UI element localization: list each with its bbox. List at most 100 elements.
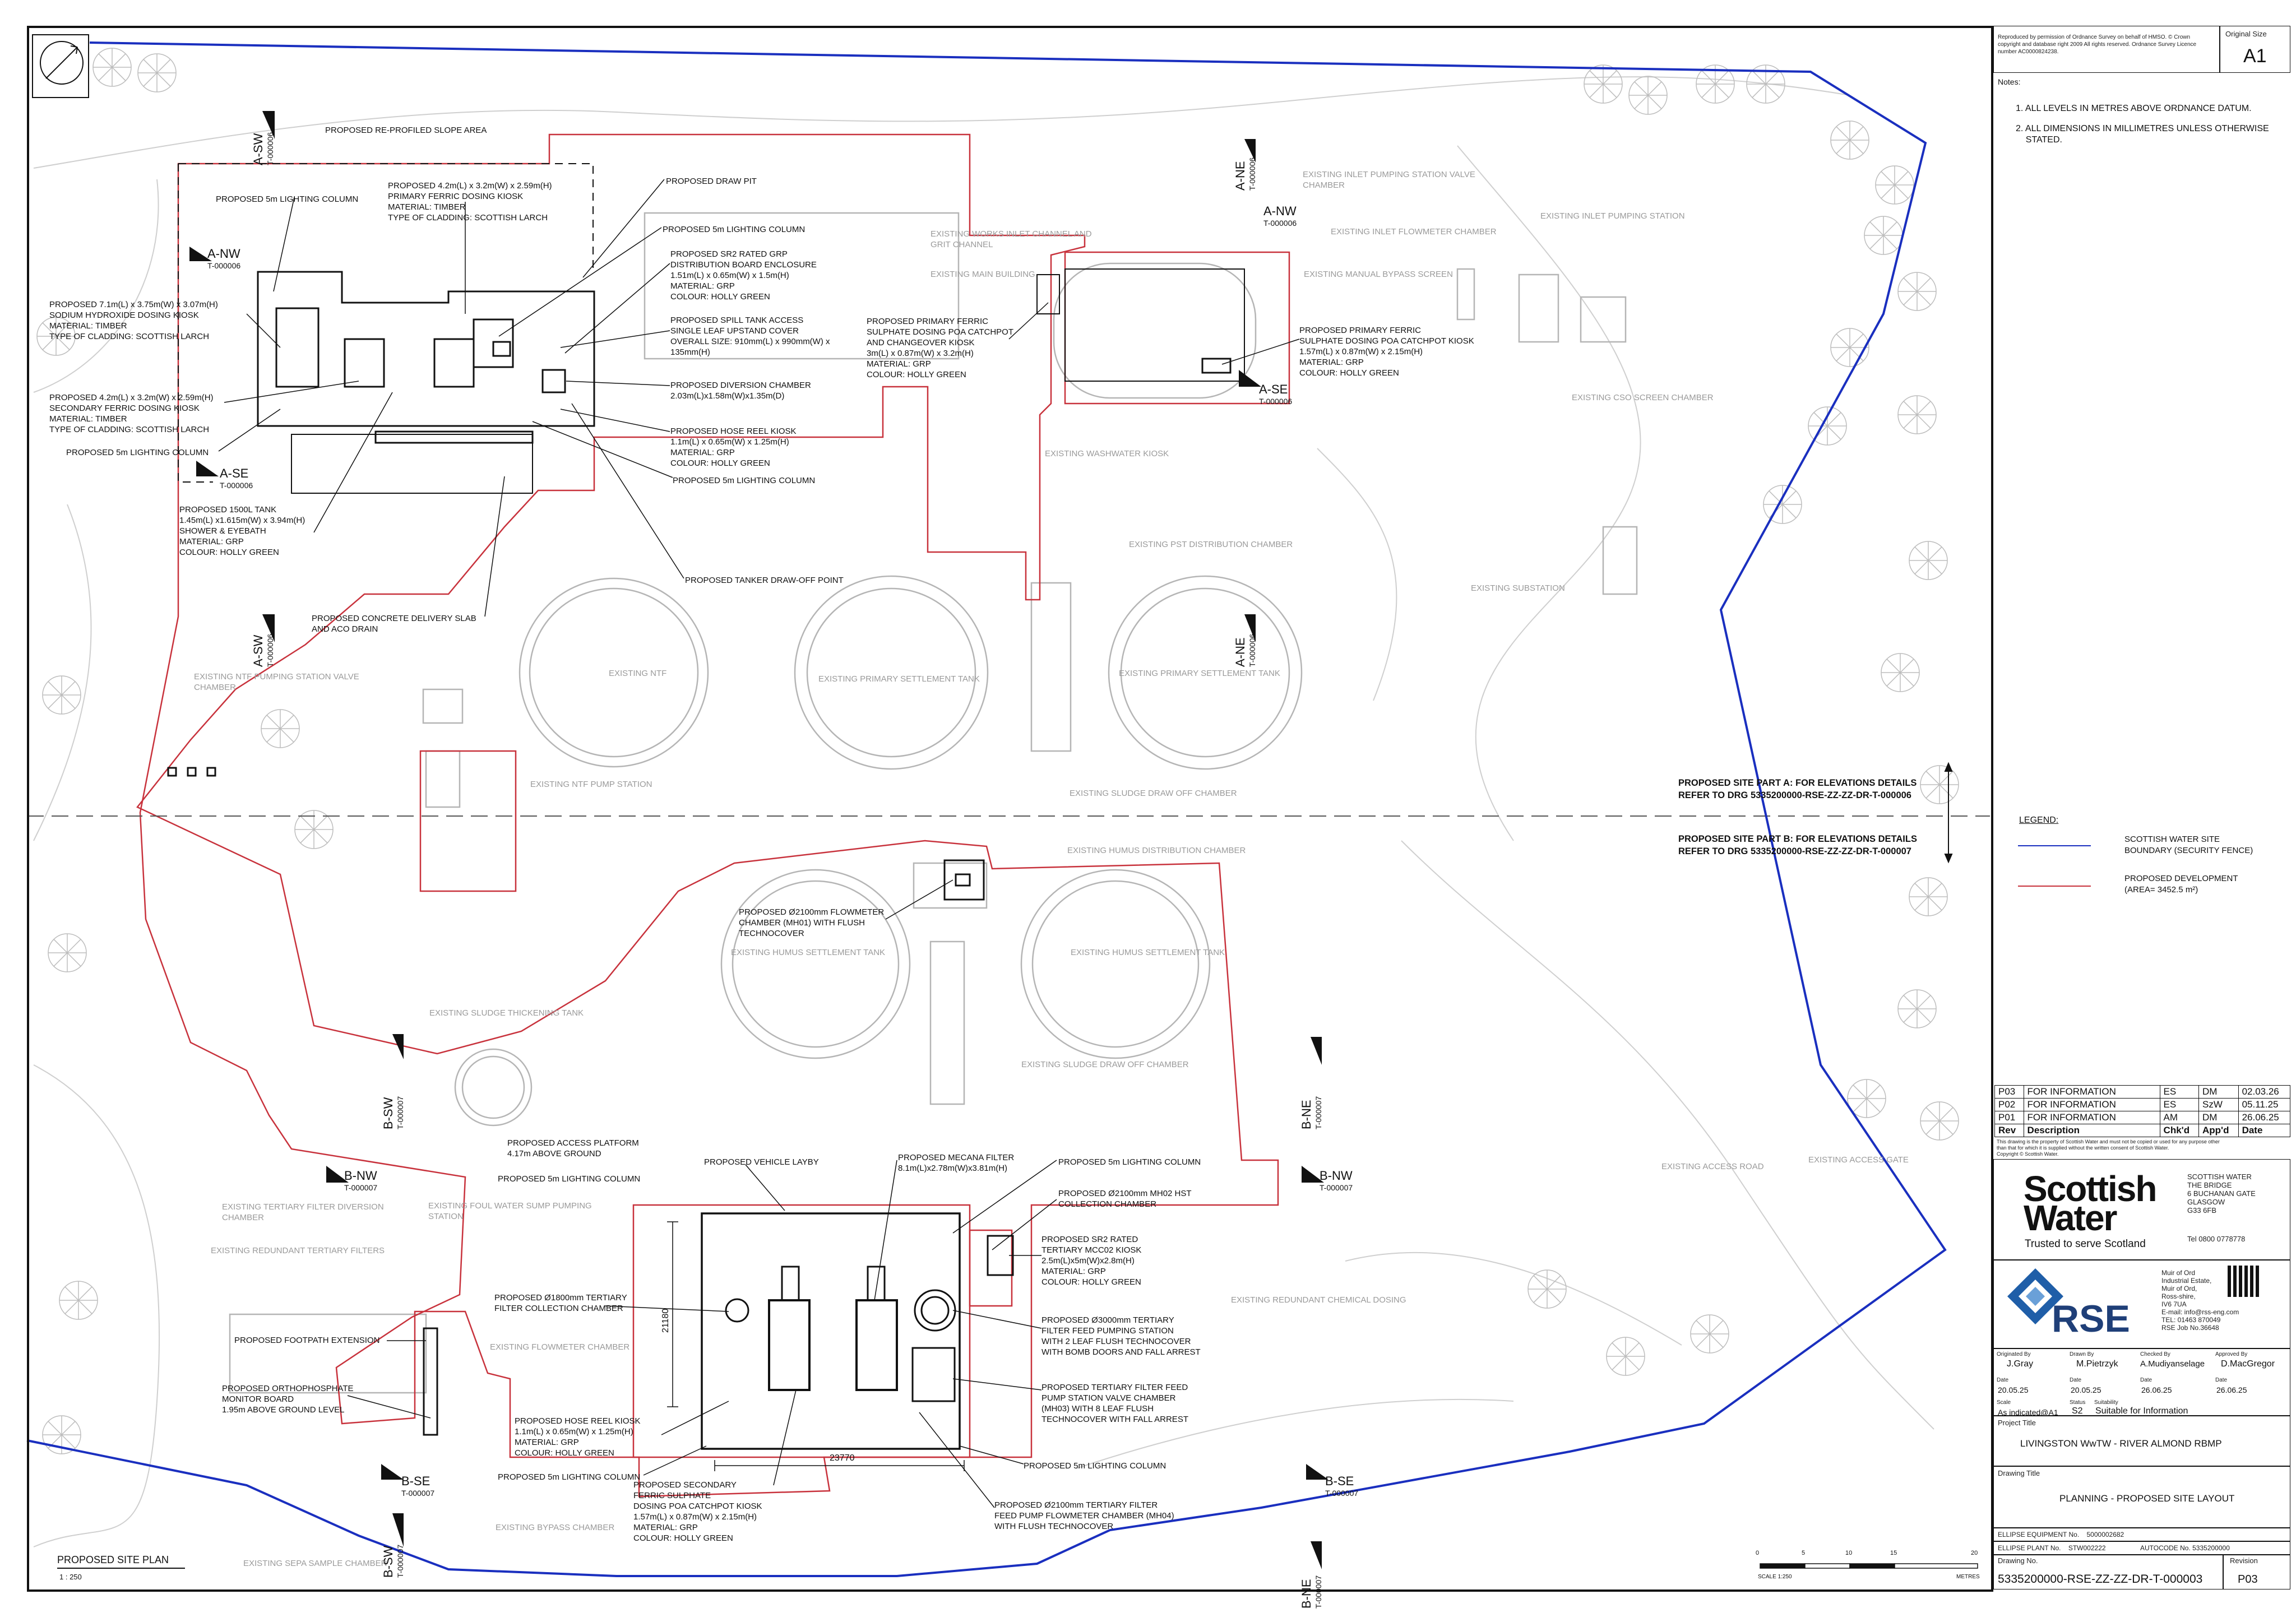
label-l-access-platform: PROPOSED ACCESS PLATFORM 4.17m ABOVE GRO… (507, 1138, 639, 1158)
date-checked: 26.06.25 (2141, 1385, 2172, 1394)
label-l-sodium-kiosk: PROPOSED 7.1m(L) x 3.75m(W) x 3.07m(H) S… (49, 300, 218, 341)
existing-e-cso: EXISTING CSO SCREEN CHAMBER (1572, 393, 1714, 402)
existing-e-ntf-valve: EXISTING NTF PUMPING STATION VALVE CHAMB… (194, 672, 359, 692)
label-l-light-col-6: PROPOSED 5m LIGHTING COLUMN (498, 1174, 641, 1184)
drawing-suitability: Suitable for Information (2095, 1406, 2188, 1416)
scale-tick-0: 0 (1756, 1550, 1760, 1556)
original-size-label: Original Size (2225, 30, 2267, 38)
existing-e-thickening: EXISTING SLUDGE THICKENING TANK (429, 1008, 584, 1018)
table-row: P02 FOR INFORMATION ES SzW 05.11.25 (1994, 1098, 2291, 1111)
label-l-ø3000: PROPOSED Ø3000mm TERTIARY FILTER FEED PU… (1041, 1315, 1201, 1357)
table-row: P03 FOR INFORMATION ES DM 02.03.26 (1994, 1085, 2291, 1099)
existing-e-tertiary-div: EXISTING TERTIARY FILTER DIVERSION CHAMB… (222, 1202, 384, 1222)
table-row: P01 FOR INFORMATION AM DM 26.06.25 (1994, 1111, 2291, 1124)
legend-boundary: SCOTTISH WATER SITE BOUNDARY (SECURITY F… (2124, 835, 2253, 855)
consultant-name: RSE (2052, 1297, 2130, 1340)
drawing-title-cell (1993, 1466, 2290, 1528)
originated-by: J.Gray (2007, 1359, 2034, 1369)
label-l-mh03: PROPOSED TERTIARY FILTER FEED PUMP STATI… (1041, 1383, 1188, 1424)
client-cell (1993, 1159, 2290, 1260)
scale-tick-20: 20 (1971, 1550, 1978, 1556)
existing-e-bypass-screen: EXISTING MANUAL BYPASS SCREEN (1304, 270, 1453, 279)
copyright-text: Reproduced by permission of Ordnance Sur… (1998, 34, 2197, 55)
label-l-primary-kiosk: PROPOSED 4.2m(L) x 3.2m(W) x 2.59m(H) PR… (388, 181, 552, 223)
legend-label: LEGEND: (2019, 815, 2059, 825)
legend-swatch-development (2018, 886, 2091, 887)
note-2: 2. ALL DIMENSIONS IN MILLIMETRES UNLESS … (2016, 124, 2269, 145)
table-header-row: Rev Description Chk'd App'd Date (1994, 1124, 2291, 1137)
site-boundary-fence (26, 41, 1947, 1577)
section-ref-sec-b-ne-bot: T-000007 (1314, 1575, 1323, 1609)
section-ref-sec-b-se-left: T-000007 (401, 1489, 435, 1498)
existing-e-washwater: EXISTING WASHWATER KIOSK (1045, 449, 1169, 458)
section-ref-sec-a-nw-left: T-000006 (207, 261, 241, 270)
section-label-sec-a-nw-left: A-NW (207, 247, 240, 261)
rse-logo-icon (2007, 1268, 2063, 1324)
existing-e-humus-2: EXISTING HUMUS SETTLEMENT TANK (1071, 948, 1225, 957)
consultant-cell (1993, 1260, 2290, 1348)
section-label-sec-a-nw-right: A-NW (1263, 204, 1297, 218)
section-ref-sec-b-nw-right: T-000007 (1320, 1183, 1353, 1192)
label-l-draw-pit: PROPOSED DRAW PIT (666, 177, 757, 186)
revision-cell (2223, 1555, 2290, 1589)
existing-e-bypass-chamber: EXISTING BYPASS CHAMBER (496, 1523, 615, 1532)
label-l-light-col-2: PROPOSED 5m LIGHTING COLUMN (663, 225, 806, 234)
date-approved: 26.06.25 (2216, 1385, 2247, 1394)
existing-e-ntf: EXISTING NTF (609, 669, 667, 678)
label-l-light-col-5: PROPOSED 5m LIGHTING COLUMN (1058, 1157, 1201, 1167)
qr-code-icon (2228, 1266, 2259, 1297)
label-l-flowmeter-mh01: PROPOSED Ø2100mm FLOWMETER CHAMBER (MH01… (739, 907, 885, 938)
drawing-status: S2 (2072, 1406, 2083, 1416)
section-ref-sec-a-sw-top: T-000006 (266, 132, 275, 165)
section-label-sec-a-ne-top: A-NE (1233, 161, 1247, 191)
existing-e-redundant-chem: EXISTING REDUNDANT CHEMICAL DOSING (1231, 1295, 1406, 1305)
existing-e-inlet-ps: EXISTING INLET PUMPING STATION (1540, 211, 1685, 221)
existing-humus-1 (720, 869, 911, 1059)
existing-e-pst-1: EXISTING PRIMARY SETTLEMENT TANK (818, 674, 980, 684)
label-l-reprofiled: PROPOSED RE-PROFILED SLOPE AREA (325, 126, 487, 135)
label-l-mh04: PROPOSED Ø2100mm TERTIARY FILTER FEED PU… (994, 1500, 1174, 1531)
existing-e-substation: EXISTING SUBSTATION (1471, 583, 1565, 593)
ellipse-equipment: ELLIPSE EQUIPMENT No. 5000002682 (1998, 1531, 2124, 1538)
scale-right-label: METRES (1956, 1574, 1980, 1580)
section-label-sec-b-ne-bot: B-NE (1299, 1579, 1313, 1609)
existing-e-access-gate: EXISTING ACCESS GATE (1808, 1155, 1909, 1165)
label-l-light-col-8: PROPOSED 5m LIGHTING COLUMN (498, 1472, 641, 1482)
dimension-height: 21180 (661, 1308, 670, 1333)
section-label-sec-b-nw-right: B-NW (1320, 1169, 1353, 1183)
section-markers (189, 111, 1328, 1569)
label-l-hose-reel-2: PROPOSED HOSE REEL KIOSK 1.1m(L) x 0.65m… (515, 1416, 641, 1458)
label-l-secondary-catchpot: PROPOSED SECONDARY FERRIC SULPHATE DOSIN… (633, 1480, 762, 1543)
existing-e-humus-1: EXISTING HUMUS SETTLEMENT TANK (731, 948, 886, 957)
existing-e-foul-sump: EXISTING FOUL WATER SUMP PUMPING STATION (428, 1201, 592, 1221)
existing-pst-1 (794, 575, 989, 770)
checked-by: A.Mudiyanselage (2140, 1359, 2205, 1369)
section-label-sec-a-sw-top: A-SW (251, 133, 265, 165)
section-ref-sec-a-nw-right: T-000006 (1263, 219, 1297, 228)
legend-development: PROPOSED DEVELOPMENT (AREA= 3452.5 m²) (2124, 874, 2238, 895)
scale-bar (1760, 1563, 1978, 1569)
section-ref-sec-a-ne-mid: T-000006 (1248, 633, 1257, 667)
autocode: AUTOCODE No. 5335200000 (2140, 1544, 2230, 1552)
label-l-light-col-1: PROPOSED 5m LIGHTING COLUMN (216, 194, 359, 204)
section-label-sec-a-ne-mid: A-NE (1233, 637, 1247, 667)
section-ref-sec-b-se-right: T-000007 (1325, 1489, 1359, 1498)
label-l-spill-tank: PROPOSED SPILL TANK ACCESS SINGLE LEAF U… (670, 316, 830, 357)
part-split-arrows (1944, 762, 1953, 864)
scale-tick-15: 15 (1890, 1550, 1897, 1556)
existing-e-redundant-tertiary: EXISTING REDUNDANT TERTIARY FILTERS (211, 1246, 385, 1255)
label-l-primary-catchpot-1: PROPOSED PRIMARY FERRIC SULPHATE DOSING … (867, 317, 1013, 379)
existing-ntf-tank (519, 577, 709, 768)
existing-e-sepa: EXISTING SEPA SAMPLE CHAMBER (243, 1559, 387, 1568)
section-label-sec-b-ne-mid: B-NE (1299, 1100, 1313, 1129)
section-ref-sec-b-sw-mid: T-000007 (396, 1096, 405, 1129)
scale-left-label: SCALE 1:250 (1758, 1574, 1792, 1580)
client-logo-line1: Scottish (2024, 1169, 2157, 1209)
section-ref-sec-b-ne-mid: T-000007 (1314, 1096, 1323, 1129)
client-tagline: Trusted to serve Scotland (2025, 1238, 2146, 1250)
part-a-note: PROPOSED SITE PART A: FOR ELEVATIONS DET… (1678, 778, 1917, 800)
note-1: 1. ALL LEVELS IN METRES ABOVE ORDNANCE D… (2016, 104, 2252, 113)
label-l-light-col-3: PROPOSED 5m LIGHTING COLUMN (66, 448, 209, 457)
client-address: SCOTTISH WATER THE BRIDGE 6 BUCHANAN GAT… (2187, 1173, 2256, 1215)
